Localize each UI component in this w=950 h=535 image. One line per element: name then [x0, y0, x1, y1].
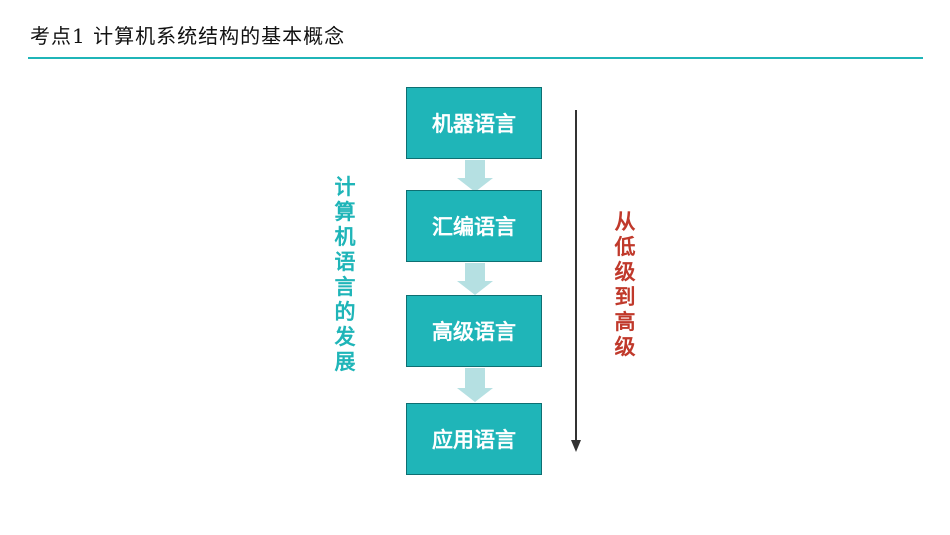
down-arrow-icon [457, 160, 493, 192]
down-arrow-icon [457, 263, 493, 295]
low-to-high-caption: 从低级到高级 [614, 210, 636, 359]
down-arrow-icon [457, 368, 493, 402]
down-axis-arrow-icon [571, 110, 581, 452]
box-machine-language: 机器语言 [406, 87, 542, 159]
evolution-caption: 计算机语言的发展 [334, 175, 356, 374]
box-high-level-language: 高级语言 [406, 295, 542, 367]
box-application-language: 应用语言 [406, 403, 542, 475]
title-divider [28, 57, 923, 59]
box-assembly-language: 汇编语言 [406, 190, 542, 262]
page-title: 考点1 计算机系统结构的基本概念 [30, 24, 346, 48]
